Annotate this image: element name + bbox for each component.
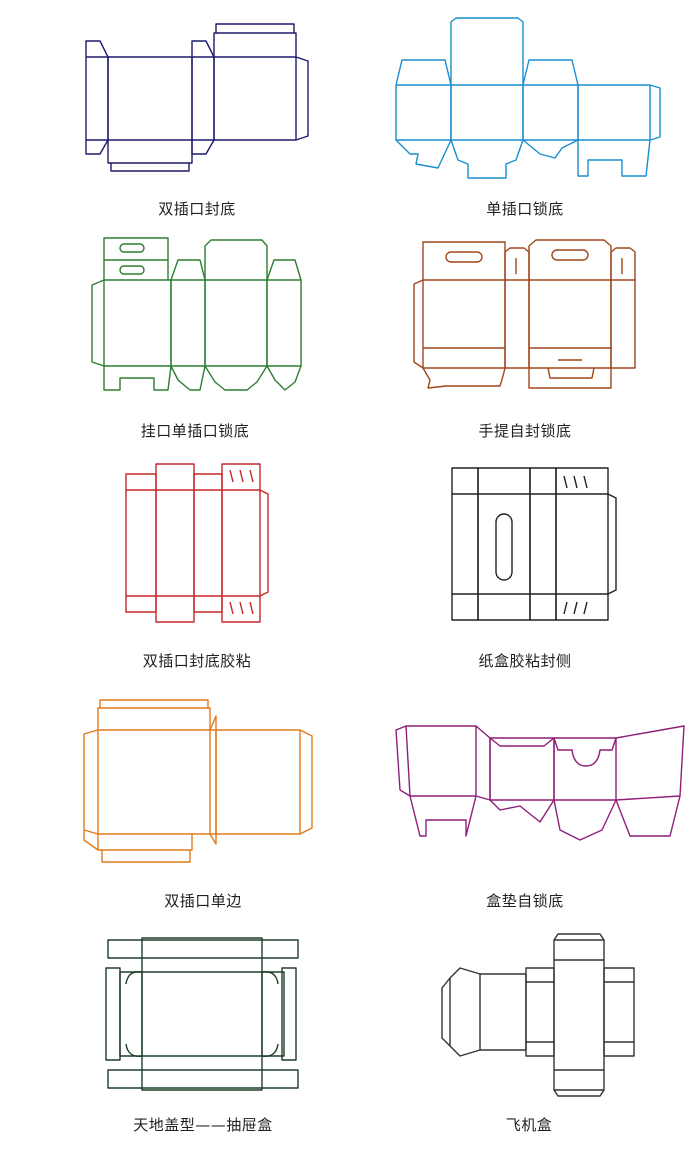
diagram-label: 双插口单边 xyxy=(164,892,242,910)
diagram-label: 双插口封底 xyxy=(158,200,236,218)
dieline-handle-self-lock-bottom: 手提自封锁底 xyxy=(350,230,700,450)
dieline-double-tuck-seal-bottom-glued: 双插口封底胶粘 xyxy=(0,450,350,690)
diagram-label: 手提自封锁底 xyxy=(478,422,572,440)
dieline-hang-tab-single-tuck-lock-bottom: 挂口单插口锁底 xyxy=(0,230,350,450)
diagram-label: 单插口锁底 xyxy=(486,200,564,218)
dieline-glued-side-seal-box-drawing xyxy=(451,467,617,621)
dieline-insert-self-lock-bottom-drawing xyxy=(395,725,685,841)
diagram-label: 挂口单插口锁底 xyxy=(140,422,250,440)
diagram-label: 盒垫自锁底 xyxy=(486,892,564,910)
dieline-handle-self-lock-bottom-drawing xyxy=(413,239,636,389)
dieline-lid-drawer-box: 天地盖型——抽屉盒 xyxy=(0,930,350,1162)
dieline-single-tuck-lock-bottom: 单插口锁底 xyxy=(350,0,700,230)
dieline-glued-side-seal-box: 纸盒胶粘封侧 xyxy=(350,450,700,690)
dieline-double-tuck-seal-bottom: 双插口封底 xyxy=(0,0,350,230)
dieline-insert-self-lock-bottom: 盒垫自锁底 xyxy=(350,690,700,930)
diagram-label: 双插口封底胶粘 xyxy=(142,652,252,670)
dieline-lid-drawer-box-drawing xyxy=(105,937,299,1091)
dieline-double-tuck-single-side: 双插口单边 xyxy=(0,690,350,930)
diagram-label: 天地盖型——抽屉盒 xyxy=(133,1116,273,1134)
dieline-double-tuck-seal-bottom-glued-drawing xyxy=(125,463,269,623)
diagram-label: 飞机盒 xyxy=(505,1116,553,1134)
dieline-mailer-box-drawing xyxy=(441,933,635,1097)
dieline-double-tuck-single-side-drawing xyxy=(83,699,313,863)
dieline-mailer-box: 飞机盒 xyxy=(350,930,700,1162)
dieline-double-tuck-seal-bottom-drawing xyxy=(85,23,309,172)
dieline-hang-tab-single-tuck-lock-bottom-drawing xyxy=(91,237,302,391)
dieline-single-tuck-lock-bottom-drawing xyxy=(395,17,661,179)
diagram-label: 纸盒胶粘封侧 xyxy=(478,652,572,670)
